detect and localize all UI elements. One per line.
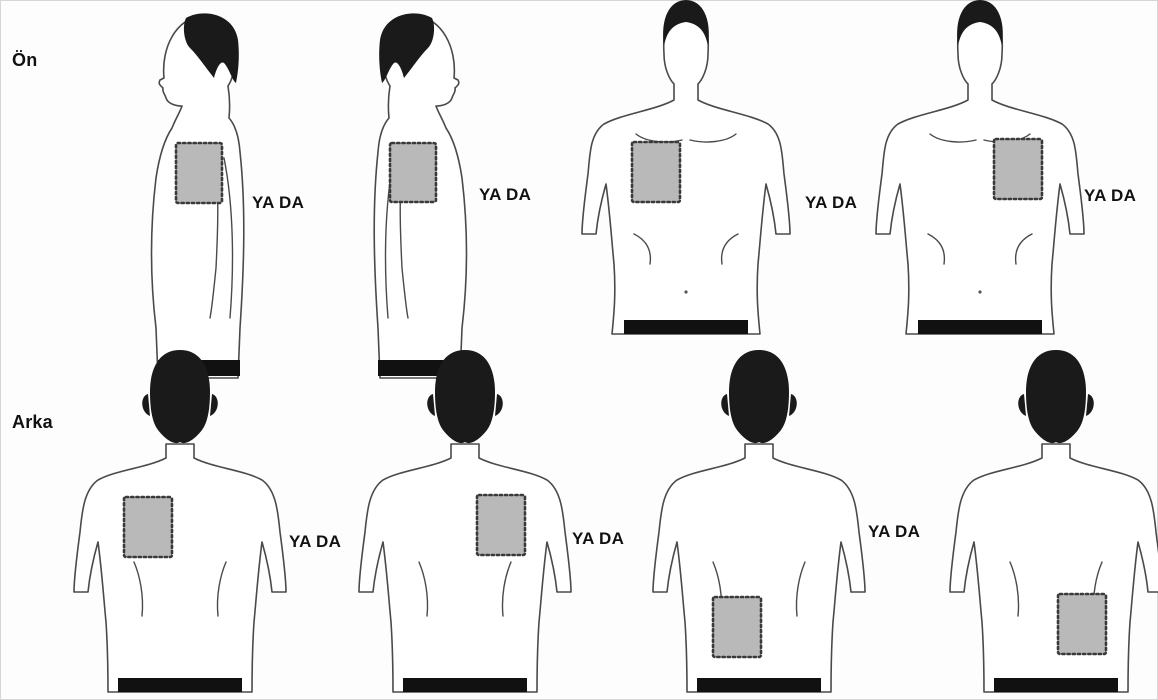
front-chest-figure-4 [876,0,1084,334]
patch-front-1 [176,143,222,203]
back-figure-1 [74,350,286,692]
patch-front-3 [632,142,680,202]
patch-back-3 [713,597,761,657]
back-figure-3 [653,350,865,692]
patch-back-4 [1058,594,1106,654]
patch-front-4 [994,139,1042,199]
patch-back-2 [477,495,525,555]
front-chest-figure-3 [582,0,790,334]
patch-back-1 [124,497,172,557]
back-figure-4 [950,350,1158,692]
front-side-figure-2 [374,13,466,378]
patch-front-2 [390,143,436,202]
front-side-figure-1 [152,13,244,378]
back-figure-2 [359,350,571,692]
